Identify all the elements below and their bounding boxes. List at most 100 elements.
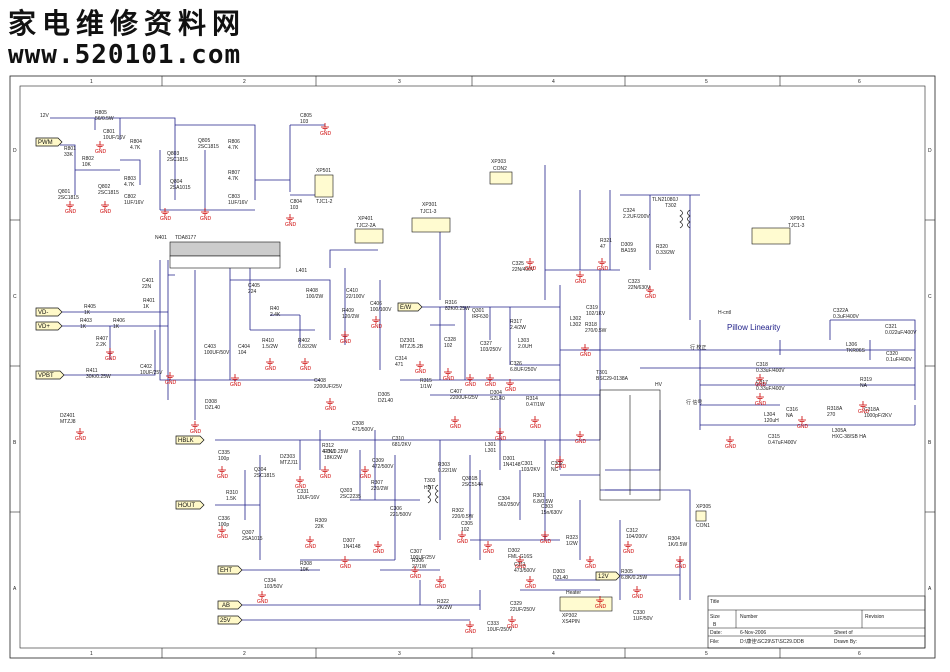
ground-label: GND bbox=[485, 382, 497, 388]
component-value: 1/2W bbox=[566, 541, 578, 547]
ground-label: GND bbox=[95, 149, 107, 155]
component-ref: D307 bbox=[343, 538, 355, 544]
component-ref: C334 bbox=[264, 578, 276, 584]
ground-label: GND bbox=[410, 574, 422, 580]
col-label-5-bottom: 5 bbox=[705, 651, 708, 657]
ground-symbol: GND bbox=[373, 541, 385, 555]
net-25v-label: 25V bbox=[220, 618, 231, 624]
component-ref: R406 bbox=[113, 318, 125, 324]
component-ref: R401 bbox=[143, 298, 155, 304]
col-label-3: 3 bbox=[398, 79, 401, 85]
col-label-1: 1 bbox=[90, 79, 93, 85]
ground-symbol: GND bbox=[465, 621, 477, 635]
component-value: 0.022uF/400V bbox=[885, 330, 917, 336]
component-ref: C403 bbox=[204, 344, 216, 350]
xp501-part: TJC1-2 bbox=[316, 199, 333, 205]
component-value: 2200UF/25V bbox=[314, 384, 343, 390]
component-ref: R801 bbox=[64, 146, 76, 152]
component-ref: Q801 bbox=[58, 189, 70, 195]
component-value: 270 bbox=[827, 412, 836, 418]
ground-label: GND bbox=[797, 424, 809, 430]
tb-number: Number bbox=[740, 614, 758, 620]
ground-symbol: GND bbox=[410, 566, 422, 580]
component-value: 0.33uF/400V bbox=[756, 386, 785, 392]
component-value: 82K/0.25W bbox=[445, 306, 470, 312]
component-value: 102/1KV bbox=[586, 311, 606, 317]
xp303-part: CON2 bbox=[493, 166, 507, 172]
ground-symbol: GND bbox=[160, 208, 172, 222]
ground-symbol: GND bbox=[285, 214, 297, 228]
component-value: 2SC1815 bbox=[58, 195, 79, 201]
component-ref: C803 bbox=[228, 194, 240, 200]
ground-label: GND bbox=[65, 209, 77, 215]
xp303-ref: XP303 bbox=[491, 159, 506, 165]
component-value: TKR06S bbox=[846, 348, 866, 354]
component-value: MTZJ5.2B bbox=[400, 344, 424, 350]
ground-label: GND bbox=[360, 474, 372, 480]
component-ref: C406 bbox=[370, 301, 382, 307]
component-value: 120/2W bbox=[342, 314, 360, 320]
ground-label: GND bbox=[373, 549, 385, 555]
ground-symbol: GND bbox=[515, 556, 527, 570]
component-ref: C804 bbox=[290, 199, 302, 205]
component-ref: C321 bbox=[885, 324, 897, 330]
component-value: 2SA1015 bbox=[242, 536, 263, 542]
col-label-2-bottom: 2 bbox=[243, 651, 246, 657]
ground-symbol: GND bbox=[632, 586, 644, 600]
component-ref: R323 bbox=[566, 535, 578, 541]
net-pwm-label: PWM bbox=[38, 140, 53, 146]
component-value: 4.7K bbox=[228, 176, 239, 182]
component-value: 220/2W bbox=[371, 486, 389, 492]
component-ref: C312 bbox=[626, 528, 638, 534]
component-value: 2SC1815 bbox=[98, 190, 119, 196]
xp401-part: TJC2-2A bbox=[356, 223, 376, 229]
component-value: 104 bbox=[238, 350, 247, 356]
ground-symbol: GND bbox=[485, 374, 497, 388]
component-value: 1K bbox=[143, 304, 150, 310]
ground-symbol: GND bbox=[305, 536, 317, 550]
component-ref: R306 bbox=[412, 558, 424, 564]
component-value: 100p bbox=[218, 456, 229, 462]
component-value: 22N/630V bbox=[628, 285, 651, 291]
component-value: 471 bbox=[395, 362, 404, 368]
component-value: HXC-38/SB HA bbox=[832, 434, 867, 440]
ground-symbol: GND bbox=[595, 596, 607, 610]
ground-symbol: GND bbox=[340, 556, 352, 570]
t303-part: HDT bbox=[424, 485, 434, 491]
component-ref: R301 bbox=[533, 493, 545, 499]
ground-symbol: GND bbox=[530, 416, 542, 430]
ground-symbol: GND bbox=[100, 201, 112, 215]
component-value: 1K bbox=[80, 324, 87, 330]
ground-symbol: GND bbox=[797, 416, 809, 430]
connector-xp901: XP901 TJC1-3 bbox=[751, 216, 805, 245]
connector-xp302: Heater XP302 XS4PIN bbox=[559, 590, 613, 625]
site-title: 家电维修资料网 bbox=[8, 7, 247, 40]
ground-symbol: GND bbox=[505, 379, 517, 393]
component-ref: C326 bbox=[510, 361, 522, 367]
component-value: L301 bbox=[485, 448, 496, 454]
component-value: FML-G16S bbox=[508, 554, 533, 560]
net-port-12v: 12V bbox=[595, 571, 621, 581]
row-label-b-right: B bbox=[928, 440, 932, 446]
net-port-eht: EHT bbox=[217, 565, 243, 575]
component-ref: C401 bbox=[142, 278, 154, 284]
row-label-d: D bbox=[13, 148, 17, 154]
ground-symbol: GND bbox=[217, 526, 229, 540]
pillow-linearity-label: Pillow Linearity bbox=[727, 323, 780, 332]
